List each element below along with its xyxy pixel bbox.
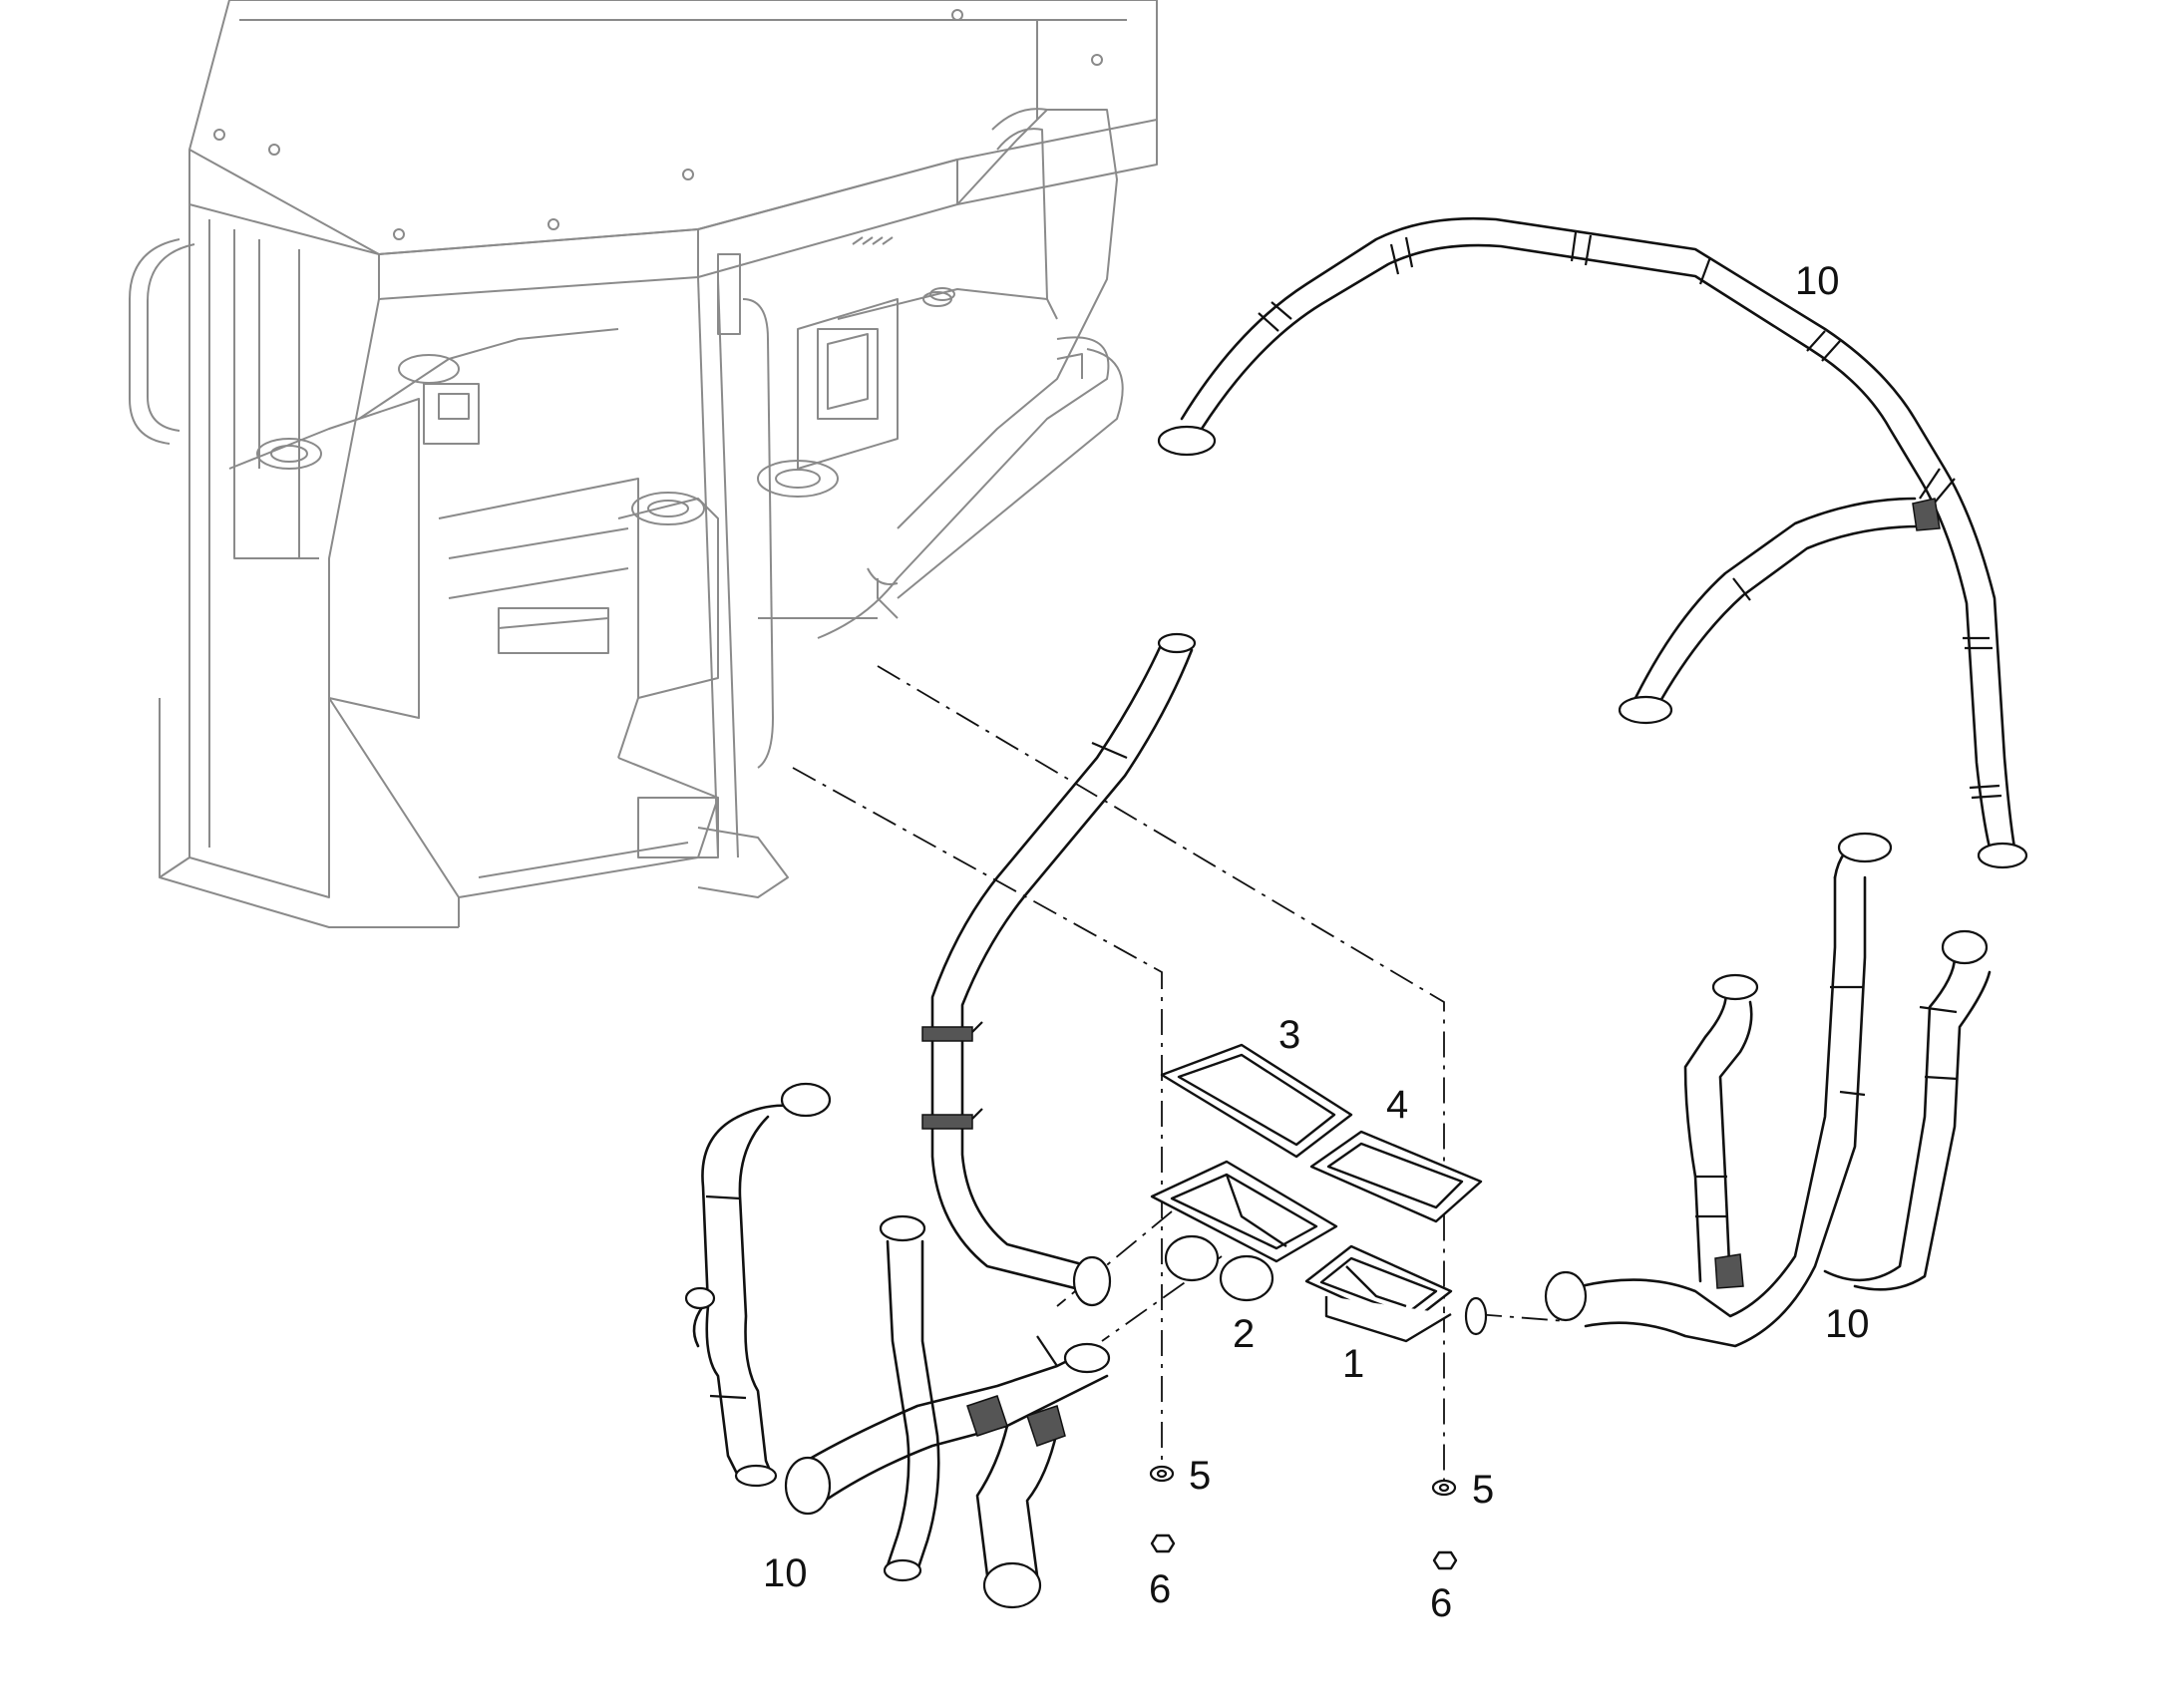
hose-assembly-right <box>1544 832 1992 1348</box>
callout-5-right: 5 <box>1472 1468 1495 1512</box>
callout-5-left: 5 <box>1189 1454 1212 1498</box>
callout-3: 3 <box>1278 1013 1301 1057</box>
callout-10-top-right: 10 <box>1795 259 1840 303</box>
distributor-box-2 <box>1150 1160 1338 1302</box>
distributor-box-1 <box>1304 1244 1488 1343</box>
nut-6-right <box>1432 1550 1458 1570</box>
callout-6-right: 6 <box>1430 1581 1453 1625</box>
nut-6-left <box>1150 1534 1176 1553</box>
cab-frame <box>129 0 1158 928</box>
washer-5-left <box>1149 1465 1175 1483</box>
callout-2: 2 <box>1233 1312 1256 1356</box>
hose-assembly-bottom-left <box>684 1082 1111 1609</box>
gasket-3 <box>1160 1043 1353 1159</box>
gasket-4 <box>1309 1130 1483 1223</box>
callout-10-bottom-left: 10 <box>763 1551 808 1595</box>
hose-long-left <box>921 632 1197 1307</box>
callout-4: 4 <box>1386 1083 1409 1127</box>
washer-5-right <box>1431 1479 1457 1497</box>
callout-6-left: 6 <box>1149 1567 1172 1611</box>
hose-assembly-top <box>1157 216 2028 869</box>
callout-1: 1 <box>1342 1342 1365 1386</box>
callout-10-right: 10 <box>1825 1302 1870 1346</box>
